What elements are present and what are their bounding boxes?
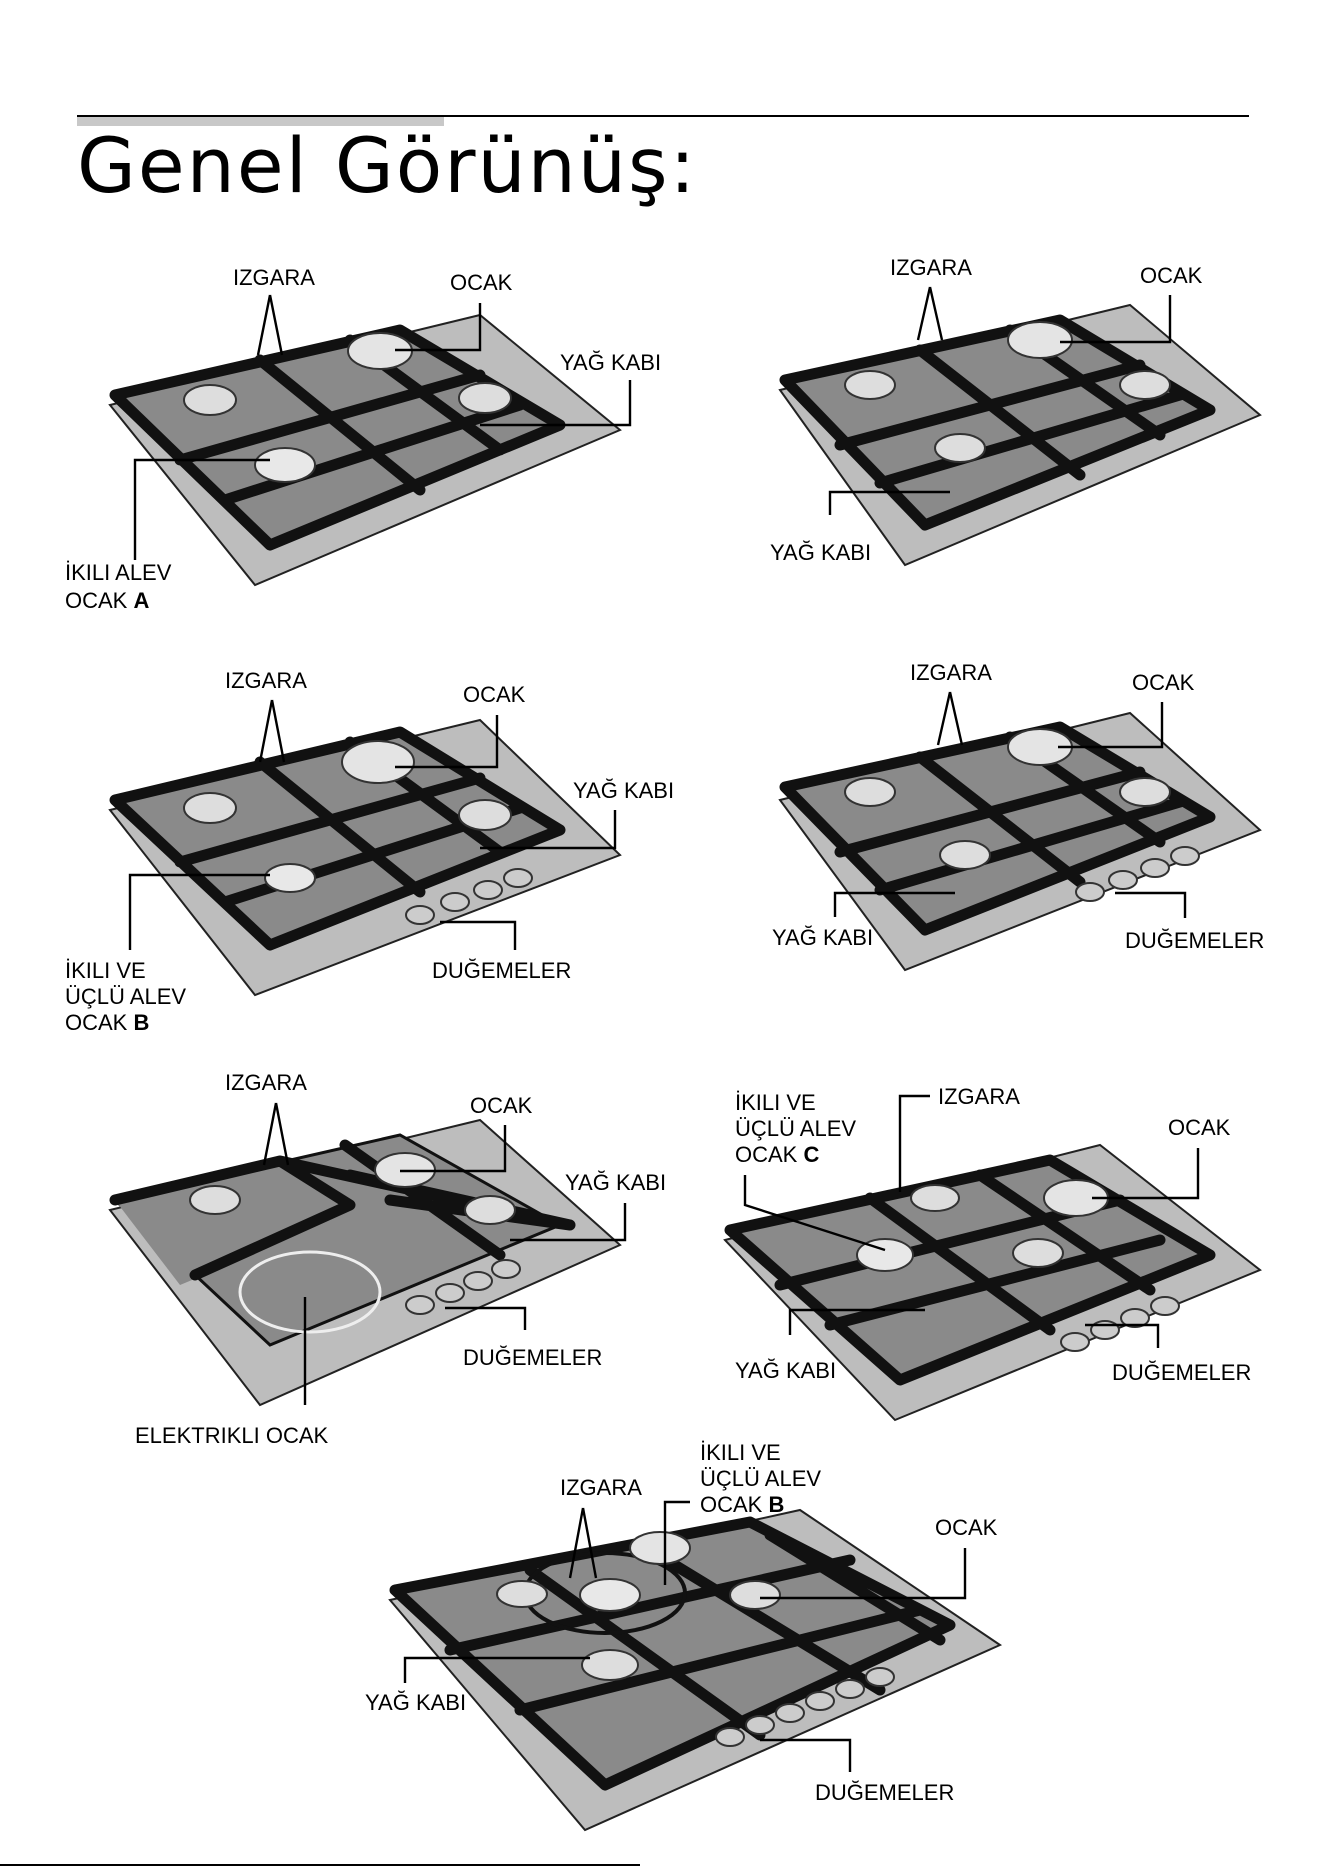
label-ocak: OCAK [1168, 1115, 1231, 1140]
leader-yag-kabi [833, 891, 955, 917]
leader-izgara [256, 294, 284, 356]
leader-ikili-ve-uclu-alev [128, 873, 270, 950]
label-ikili-alev: İKILI ALEV [65, 560, 172, 585]
label-yag-kabi: YAĞ KABI [565, 1170, 666, 1195]
label-ocak: OCAK [1132, 670, 1195, 695]
label-uclu-alev: ÜÇLÜ ALEV [735, 1116, 856, 1141]
label-dugemeler: DUĞEMELER [463, 1345, 602, 1370]
leader-ocak [395, 303, 482, 352]
hob-illustration [108, 1118, 622, 1407]
label-uclu-alev: ÜÇLÜ ALEV [700, 1466, 821, 1491]
leader-ocak [1092, 1148, 1200, 1200]
leader-yag-kabi [828, 490, 950, 515]
leader-ocak [1060, 295, 1172, 344]
label-yag-kabi: YAĞ KABI [365, 1690, 466, 1715]
label-dugemeler: DUĞEMELER [432, 958, 571, 983]
label-izgara: IZGARA [233, 265, 315, 290]
hob-diagram-4: IZGARA OCAK YAĞ KABI DUĞEMELER [772, 660, 1264, 972]
leader-dugemeler [1115, 891, 1187, 918]
hob-illustration [108, 718, 622, 997]
label-ocak-b: OCAK B [700, 1492, 784, 1517]
leader-izgara [898, 1094, 930, 1192]
hob-illustration [723, 1143, 1262, 1422]
label-ocak-b: OCAK B [65, 1010, 149, 1035]
leader-dugemeler [1085, 1323, 1160, 1348]
header-accent-bar [77, 117, 444, 126]
label-izgara: IZGARA [910, 660, 992, 685]
label-dugemeler: DUĞEMELER [815, 1780, 954, 1805]
label-uclu-alev: ÜÇLÜ ALEV [65, 984, 186, 1009]
leader-yag-kabi [403, 1656, 590, 1683]
leader-izgara [568, 1507, 598, 1579]
label-yag-kabi: YAĞ KABI [770, 540, 871, 565]
leader-yag-kabi [480, 810, 617, 850]
hob-illustration [388, 1508, 1003, 1832]
label-ocak: OCAK [463, 682, 526, 707]
footer-rule [0, 1864, 640, 1866]
leader-ocak [1058, 702, 1164, 749]
leader-dugemeler [445, 1306, 527, 1330]
leader-ocak [395, 715, 499, 769]
leader-izgara [258, 699, 286, 763]
label-yag-kabi: YAĞ KABI [772, 925, 873, 950]
hob-diagram-7: IZGARA İKILI VE ÜÇLÜ ALEV OCAK B OCAK YA… [365, 1440, 1003, 1832]
leader-izgara [262, 1102, 290, 1166]
leader-yag-kabi [480, 380, 632, 427]
hob-diagram-1: IZGARA OCAK YAĞ KABI İKILI ALEV OCAK A [65, 265, 661, 613]
label-izgara: IZGARA [225, 668, 307, 693]
label-ocak-a: OCAK A [65, 588, 149, 613]
label-ikili-ve: İKILI VE [700, 1440, 781, 1465]
label-ocak: OCAK [935, 1515, 998, 1540]
label-izgara: IZGARA [938, 1084, 1020, 1109]
hob-illustration [108, 313, 622, 587]
label-yag-kabi: YAĞ KABI [560, 350, 661, 375]
label-dugemeler: DUĞEMELER [1125, 928, 1264, 953]
leader-yag-kabi [788, 1308, 925, 1335]
leader-izgara [936, 691, 964, 746]
leader-ikili-ve-uclu-alev [663, 1500, 690, 1585]
leader-ocak [400, 1125, 507, 1173]
label-elektrikli-ocak: ELEKTRIKLI OCAK [135, 1423, 329, 1448]
label-dugemeler: DUĞEMELER [1112, 1360, 1251, 1385]
label-ikili-ve: İKILI VE [735, 1090, 816, 1115]
page-title: Genel Görünüş: [77, 121, 698, 210]
label-ocak-c: OCAK C [735, 1142, 819, 1167]
hob-diagram-3: IZGARA OCAK YAĞ KABI DUĞEMELER İKILI VE … [65, 668, 674, 1035]
hob-illustration [778, 711, 1262, 972]
label-ocak: OCAK [450, 270, 513, 295]
hob-diagram-2: IZGARA OCAK YAĞ KABI [770, 255, 1262, 567]
hob-diagram-6: İKILI VE ÜÇLÜ ALEV OCAK C IZGARA OCAK YA… [723, 1084, 1262, 1422]
header-rule [77, 115, 1249, 117]
label-ocak: OCAK [470, 1093, 533, 1118]
label-yag-kabi: YAĞ KABI [735, 1358, 836, 1383]
label-izgara: IZGARA [225, 1070, 307, 1095]
leader-dugemeler [440, 920, 517, 950]
leader-ocak [760, 1548, 967, 1600]
label-izgara: IZGARA [890, 255, 972, 280]
leader-ikili-alev [133, 458, 270, 560]
leader-yag-kabi [510, 1203, 627, 1242]
leader-ikili-ve-uclu-alev [743, 1175, 886, 1252]
leader-dugemeler [760, 1738, 852, 1772]
label-izgara: IZGARA [560, 1475, 642, 1500]
hob-diagram-5: IZGARA OCAK YAĞ KABI DUĞEMELER ELEKTRIKL… [108, 1070, 666, 1448]
label-ikili-ve: İKILI VE [65, 958, 146, 983]
label-ocak: OCAK [1140, 263, 1203, 288]
leader-izgara [916, 286, 944, 341]
hob-illustration [778, 303, 1262, 567]
label-yag-kabi: YAĞ KABI [573, 778, 674, 803]
